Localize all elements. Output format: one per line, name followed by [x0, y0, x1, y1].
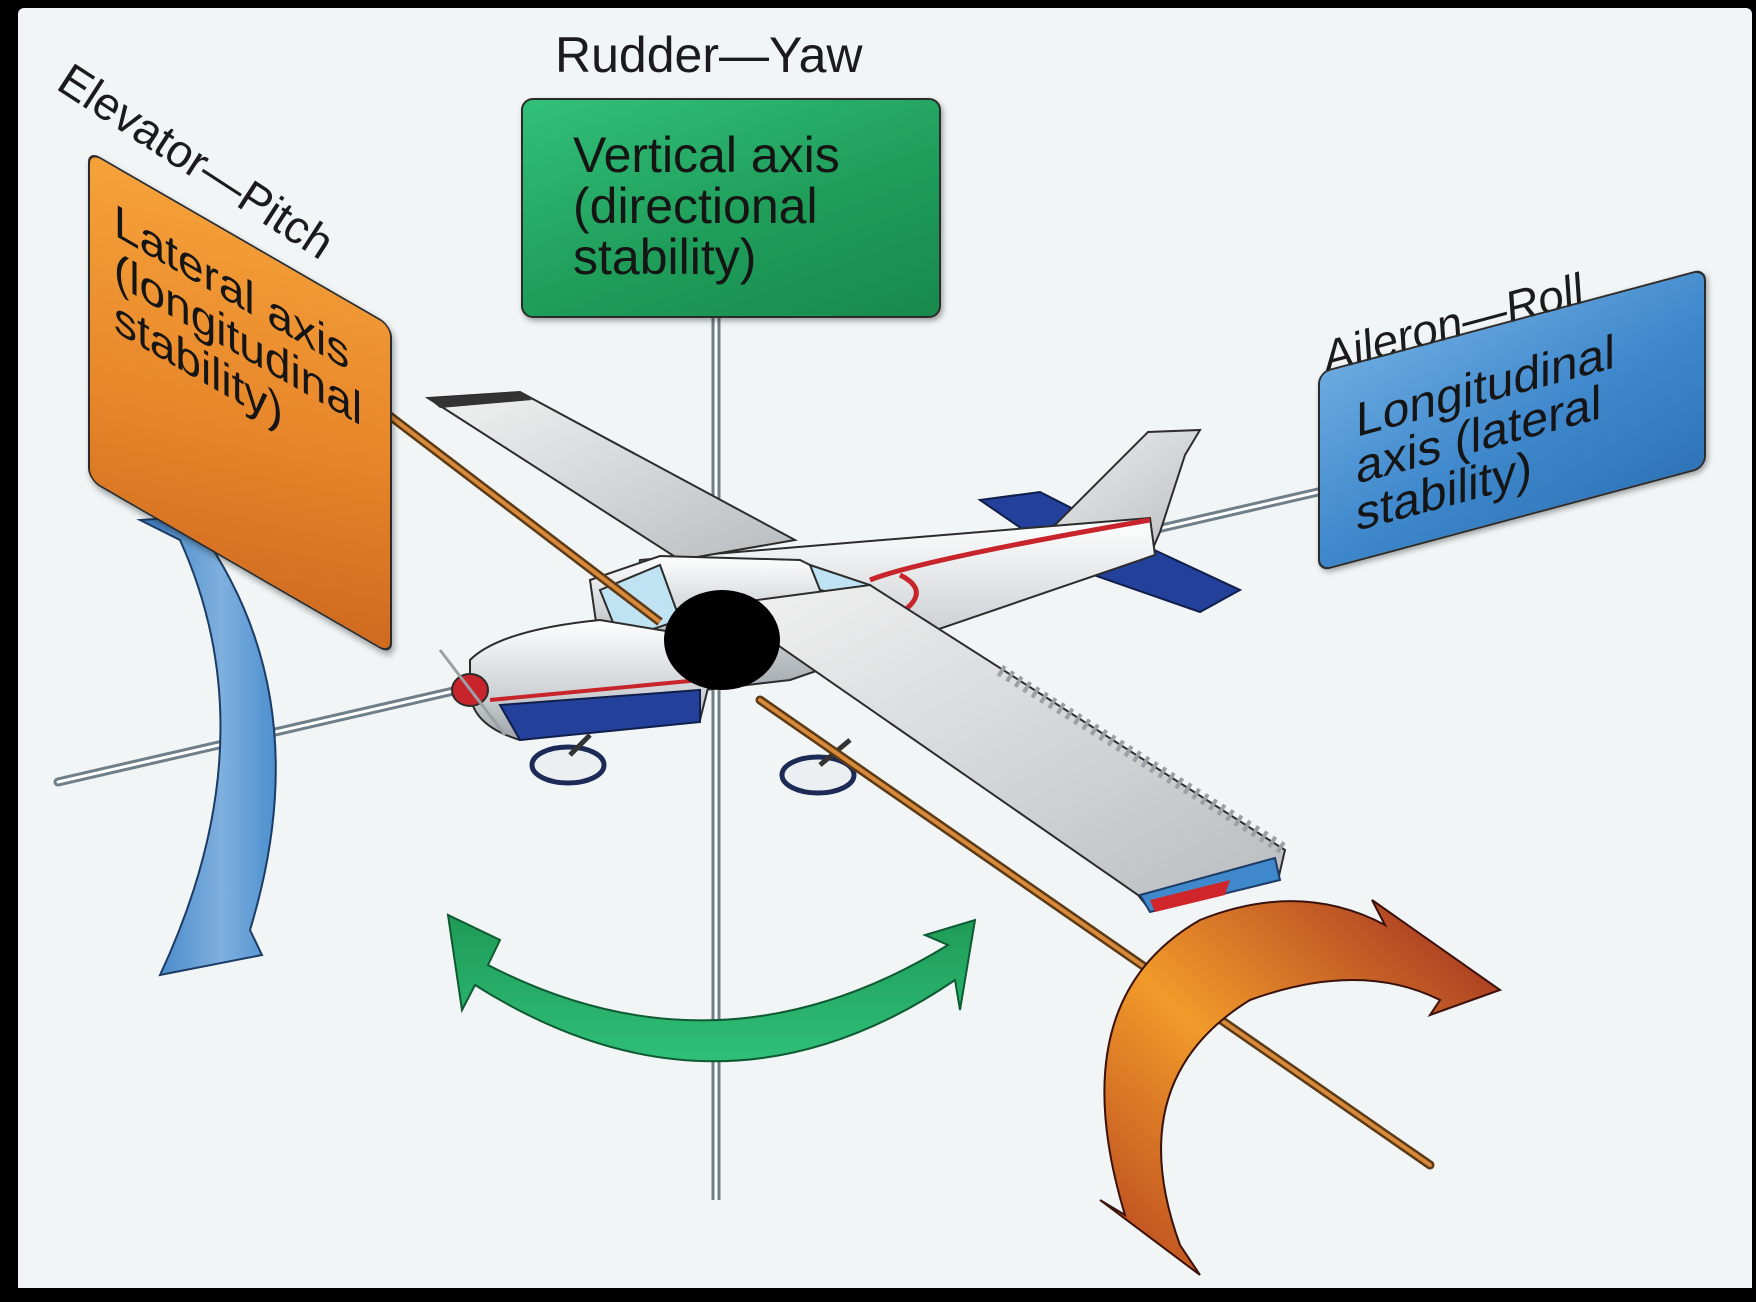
dot-icon: [664, 590, 780, 690]
vertical-axis-box: Vertical axis (directional stability): [521, 98, 941, 318]
airplane-icon: [424, 390, 1289, 914]
vertical-axis-box-text: Vertical axis (directional stability): [573, 127, 840, 285]
yaw-control-label: Rudder—Yaw: [555, 27, 863, 83]
roll-arrow-icon: [1099, 899, 1503, 1276]
pitch-arrow-icon: [136, 513, 277, 977]
yaw-arrow-icon: [446, 913, 977, 1063]
lateral-axis-rod: [379, 406, 1435, 1170]
